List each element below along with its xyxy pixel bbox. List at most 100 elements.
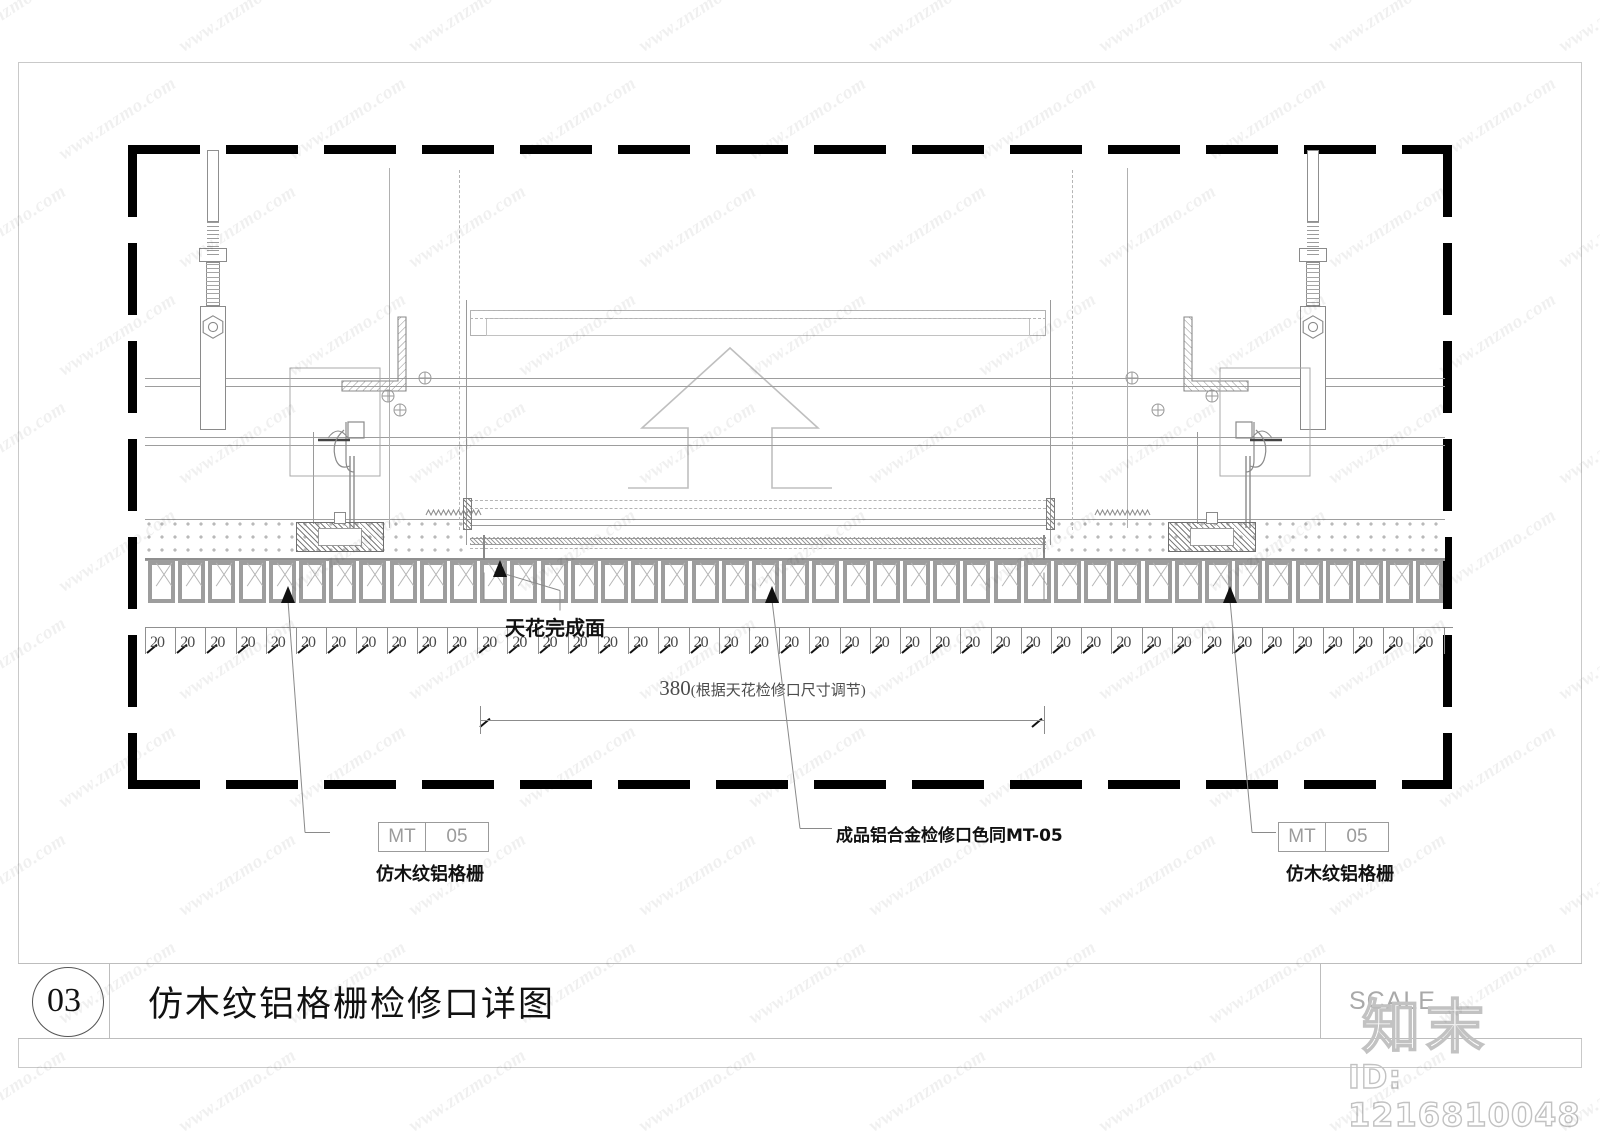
- dimension-value: 20: [1176, 634, 1192, 651]
- dimension-value: 20: [1327, 634, 1343, 651]
- dimension-tick: [598, 628, 599, 654]
- material-tag-right-caption: 仿木纹铝格栅: [1286, 864, 1394, 885]
- dimension-tick: [1413, 628, 1415, 654]
- brand-watermark: 知末: [1361, 992, 1491, 1062]
- scale-cell: SCALE: [1320, 964, 1582, 1038]
- dimension-value: 20: [572, 634, 588, 651]
- grille-cell: [1084, 561, 1112, 603]
- base-block-core: [1190, 528, 1234, 546]
- grille-cell: [903, 561, 930, 603]
- material-tag-left[interactable]: MT 05: [378, 822, 489, 852]
- l-angle-bracket: [341, 316, 407, 392]
- leader-arrow-center: [765, 586, 779, 603]
- dimension-value: 20: [905, 634, 920, 651]
- panel-edge-frame-right: [1046, 498, 1055, 530]
- grille-cell: [782, 561, 810, 603]
- watermark-text: www.znzmo.com: [404, 0, 531, 57]
- dimension-value: 20: [693, 634, 709, 651]
- material-tag-left-caption: 仿木纹铝格栅: [376, 864, 484, 885]
- panel-edge-frame-left: [463, 498, 472, 530]
- grille-cell: [631, 561, 659, 603]
- dimension-tick: [900, 628, 901, 654]
- dimension-value: 20: [1418, 634, 1433, 651]
- dimension-value: 20: [331, 634, 346, 651]
- screw-head-icon: [418, 371, 432, 385]
- grille-cell: [178, 561, 206, 603]
- dimension-tick: [1051, 628, 1052, 654]
- watermark-text: www.znzmo.com: [634, 0, 761, 57]
- grille-cell: [933, 561, 961, 603]
- dimension-value: 20: [1116, 634, 1131, 651]
- leader-arrow-left: [281, 586, 295, 603]
- base-block-bolt: [1206, 512, 1218, 524]
- watermark-text: www.znzmo.com: [0, 0, 71, 57]
- grille-cell: [1356, 561, 1383, 603]
- dimension-tick: [749, 628, 750, 654]
- grille-carrier-clip: [1205, 367, 1311, 528]
- grille-cell: [329, 561, 357, 603]
- grille-cell: [450, 561, 477, 603]
- leader-arrow-right: [1223, 586, 1237, 603]
- dimension-value: 20: [1388, 634, 1403, 651]
- module-dimension-chain: 20 20 20 20 20 20 20 20 20 20 20 20 20 20 20 20 20 20 20 20…: [145, 628, 1453, 670]
- dimension-value: 20: [633, 634, 648, 651]
- detail-number-cell: 03: [18, 964, 110, 1038]
- grille-cell: [1295, 561, 1323, 603]
- dimension-value: 20: [180, 634, 195, 651]
- grille-cell: [540, 561, 568, 603]
- dimension-value: 20: [150, 634, 165, 651]
- dimension-tick: [1171, 628, 1173, 654]
- grille-cell: [872, 561, 900, 603]
- dimension-tick: [326, 628, 328, 654]
- dimension-value: 20: [391, 634, 407, 651]
- dimension-tick: [990, 628, 992, 654]
- dimension-value: 20: [1146, 634, 1162, 651]
- grille-cell: [691, 561, 719, 603]
- grille-cell: [1023, 561, 1051, 603]
- dimension-value: 20: [1267, 634, 1282, 651]
- hanger-rod: [207, 150, 219, 222]
- screw-head-icon: [1125, 371, 1139, 385]
- fixing-screw-icon: [1094, 508, 1151, 517]
- dimension-tick: [1111, 628, 1113, 654]
- dimension-tick: [869, 628, 871, 654]
- screw-head-icon: [1151, 403, 1165, 417]
- overall-dimension-label: 380(根据天花检修口尺寸调节): [659, 676, 866, 701]
- dimension-tick: [205, 628, 207, 654]
- access-direction-arrow-icon: [628, 346, 832, 489]
- dimension-value: 20: [723, 634, 739, 651]
- grille-cell: [661, 561, 689, 603]
- material-tag-right-code: 05: [1346, 826, 1368, 847]
- detail-number: 03: [47, 982, 81, 1019]
- dimension-value: 20: [995, 634, 1011, 651]
- detail-title: 仿木纹铝格栅检修口详图: [148, 984, 556, 1025]
- dimension-tick: [356, 628, 358, 654]
- dimension-value: 20: [421, 634, 437, 651]
- dimension-tick: [1292, 628, 1294, 654]
- dimension-value: 20: [240, 634, 256, 651]
- dimension-tick: [1383, 628, 1385, 654]
- construction-dashed-line: [470, 318, 1046, 319]
- hanger-rod: [1307, 150, 1319, 222]
- dimension-tick: [416, 628, 418, 654]
- dimension-value: 20: [361, 634, 376, 651]
- dimension-value: 20: [874, 634, 890, 651]
- dimension-tick: [930, 628, 932, 654]
- dimension-tick: [1443, 628, 1445, 654]
- grille-cell: [721, 561, 749, 603]
- dimension-value: 20: [1025, 634, 1041, 651]
- dimension-tick: [265, 628, 267, 654]
- grille-cell: [993, 561, 1021, 603]
- access-panel-hatch: [470, 537, 1046, 545]
- material-tag-right[interactable]: MT 05: [1278, 822, 1389, 852]
- grille-cell: [208, 561, 236, 603]
- dimension-tick: [145, 628, 146, 654]
- overall-dimension-note: (根据天花检修口尺寸调节): [690, 683, 866, 699]
- leader-right-grille: [1252, 832, 1276, 833]
- dimension-tick: [1020, 628, 1022, 654]
- grille-cell: [1265, 561, 1293, 603]
- dimension-tick: [447, 628, 448, 654]
- grille-cell: [1235, 561, 1263, 603]
- dimension-value: 20: [1207, 634, 1222, 651]
- dimension-tick: [1262, 628, 1264, 654]
